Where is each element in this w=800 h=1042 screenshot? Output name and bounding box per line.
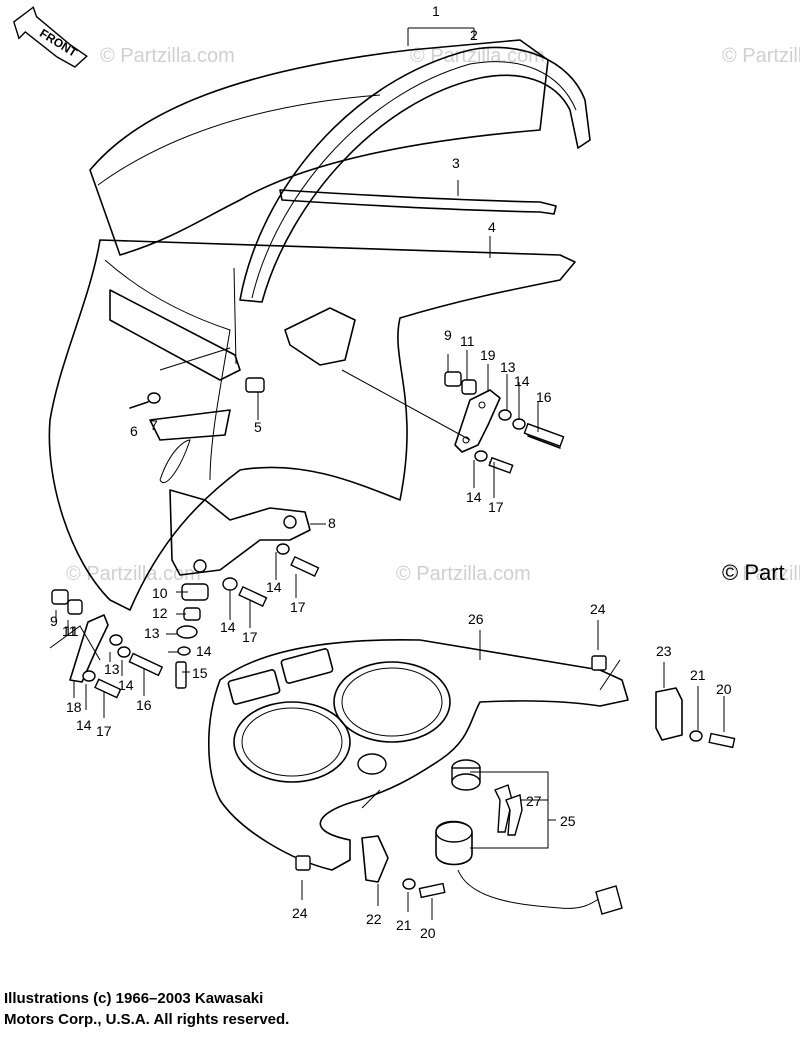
callout: 14	[266, 579, 282, 595]
callout: 13	[144, 625, 160, 641]
callout: 12	[152, 605, 168, 621]
callout: 13	[104, 661, 120, 677]
leader-lines	[49, 27, 725, 920]
callout: 7	[150, 417, 158, 433]
callout: 5	[254, 419, 262, 435]
watermark-mid-1: © Partzilla.com	[66, 563, 201, 585]
callout: 2	[470, 27, 478, 43]
trim-strip-3	[279, 189, 557, 215]
watermark-mid-3: © Partzilla.com	[722, 563, 800, 585]
copyright-line-2: Motors Corp., U.S.A. All rights reserved…	[4, 1011, 290, 1028]
callout: 14	[76, 717, 92, 733]
callout: 14	[514, 373, 530, 389]
callout: 17	[242, 629, 258, 645]
callout: 20	[420, 925, 436, 941]
callout: 26	[468, 611, 484, 627]
callout-labels: 1 2 3 4 5 6 7 8 9 11 19 13 14 16 14 17 9…	[50, 3, 732, 941]
inner-fairing-panel	[48, 239, 576, 611]
watermark-top-1: © Partzilla.com	[100, 45, 235, 67]
callout: 14	[196, 643, 212, 659]
callout: 8	[328, 515, 336, 531]
ignition-switch-25	[435, 759, 623, 915]
callout: 15	[192, 665, 208, 681]
callout: 9	[444, 327, 452, 343]
copyright-footer: Illustrations (c) 1966–2003 Kawasaki Mot…	[4, 988, 289, 1030]
callout: 14	[220, 619, 236, 635]
callout: 6	[130, 423, 138, 439]
watermark-mid-2: © Partzilla.com	[396, 563, 531, 585]
callout: 16	[136, 697, 152, 713]
callout: 25	[560, 813, 576, 829]
callout: 17	[488, 499, 504, 515]
callout: 18	[66, 699, 82, 715]
callout: 16	[536, 389, 552, 405]
callout: 11	[62, 623, 77, 639]
callout: 3	[452, 155, 460, 171]
keys-27	[494, 784, 523, 836]
callout: 22	[366, 911, 382, 927]
meter-panel-26	[207, 638, 629, 871]
callout: 9	[50, 613, 58, 629]
callout: 20	[716, 681, 732, 697]
watermark-right-edge: © Part	[722, 560, 785, 585]
left-bracket-18	[69, 614, 109, 683]
callout: 11	[64, 623, 79, 639]
mount-bracket-23	[655, 687, 683, 741]
windshield-drawing	[89, 39, 549, 256]
callout: 4	[488, 219, 496, 235]
callout: 21	[690, 667, 706, 683]
hardware-group	[51, 371, 565, 699]
callout: 14	[118, 677, 134, 693]
front-arrow-badge: FRONT	[12, 6, 88, 68]
callout: 11	[460, 333, 475, 349]
center-bracket-8	[169, 489, 311, 576]
callout: 17	[290, 599, 306, 615]
watermark-top-3: © Partzilla.com	[722, 45, 800, 67]
callout: 23	[656, 643, 672, 659]
callout: 24	[292, 905, 308, 921]
callout: 24	[590, 601, 606, 617]
watermark-top-2: © Partzilla.com	[410, 45, 545, 67]
right-bracket-19	[454, 389, 501, 453]
callout: 19	[480, 347, 496, 363]
bottom-bracket-22	[361, 835, 389, 883]
callout: 21	[396, 917, 412, 933]
callout: 17	[96, 723, 112, 739]
trim-strip-outer	[239, 46, 591, 303]
copyright-line-1: Illustrations (c) 1966–2003 Kawasaki	[4, 990, 264, 1007]
callout: 14	[466, 489, 482, 505]
callout: 13	[500, 359, 516, 375]
callout: 1	[432, 3, 440, 19]
callout: 27	[526, 793, 542, 809]
callout: 10	[152, 585, 168, 601]
